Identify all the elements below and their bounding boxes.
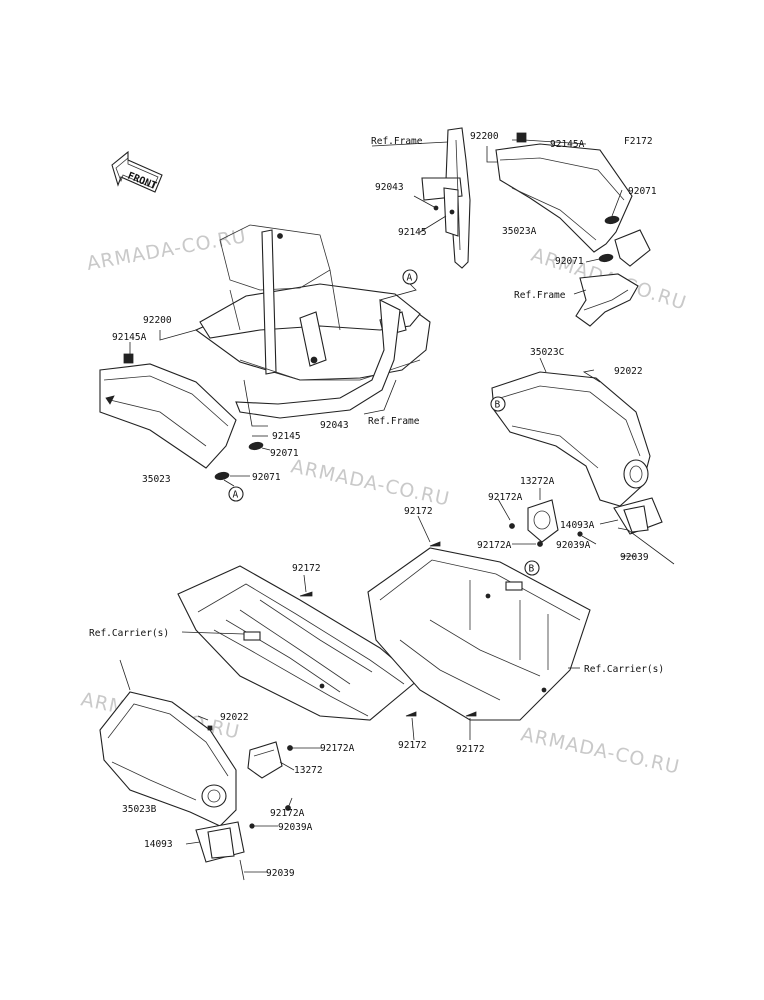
label-92039A-left: 92039A <box>278 822 313 833</box>
watermark-5: ARMADA-CO.RU <box>519 723 682 778</box>
callout-b-carrier-label: B <box>529 564 535 575</box>
side-panel-35023 <box>99 353 237 469</box>
carrier-right <box>367 547 591 721</box>
rear-frame-bracket <box>421 127 471 269</box>
label-35023A: 35023A <box>502 226 537 237</box>
screw-92172-b <box>429 541 441 547</box>
bolt-92039-left <box>239 859 245 881</box>
label-92145-mid: 92145 <box>272 431 301 442</box>
bolt-92039-right <box>617 527 675 565</box>
watermark-1: ARMADA-CO.RU <box>85 225 248 275</box>
callout-a-top-label: A <box>407 273 413 284</box>
label-92172-bottom-mid: 92172 <box>398 740 427 751</box>
label-14093: 14093 <box>144 839 173 850</box>
screw-92172A-l1 <box>287 745 293 751</box>
carrier-left <box>177 565 419 721</box>
label-92172-left-top: 92172 <box>292 563 321 574</box>
label-92200-top: 92200 <box>470 131 499 142</box>
label-35023C: 35023C <box>530 347 564 358</box>
label-92071-mid: 92071 <box>270 448 299 459</box>
label-92145-top: 92145 <box>398 227 427 238</box>
diagram-code: F2172 <box>624 136 653 147</box>
label-92172A-r1: 92172A <box>488 492 523 503</box>
callout-a-bottom: A <box>228 486 244 502</box>
grommet-92071-d <box>214 471 230 481</box>
clip-92039A-left <box>249 823 255 829</box>
grommet-92071-a <box>604 215 620 225</box>
callout-b-right-label: B <box>495 400 501 411</box>
vehicle-frame <box>194 224 431 419</box>
side-panel-35023A <box>495 132 633 253</box>
label-92022-right: 92022 <box>614 366 643 377</box>
label-92071-low: 92071 <box>252 472 281 483</box>
callout-a-top: A <box>402 269 418 285</box>
label-92039A-right: 92039A <box>556 540 591 551</box>
label-92172-center: 92172 <box>404 506 433 517</box>
flap-14093 <box>195 821 245 863</box>
label-92200-left: 92200 <box>143 315 172 326</box>
label-ref-frame-top: Ref.Frame <box>371 136 423 147</box>
label-92172A-l1: 92172A <box>320 743 355 754</box>
screw-92172-a <box>299 591 313 597</box>
label-92172-bottom-right: 92172 <box>456 744 485 755</box>
label-14093A: 14093A <box>560 520 595 531</box>
grommet-92071-b <box>598 253 614 263</box>
label-92071-top-right: 92071 <box>628 186 657 197</box>
label-ref-frame-right: Ref.Frame <box>514 290 566 301</box>
label-ref-carrier-left: Ref.Carrier(s) <box>89 628 169 639</box>
screw-92172-c <box>405 711 417 717</box>
label-92172A-r2: 92172A <box>477 540 512 551</box>
screw-92172-d <box>465 711 477 717</box>
fender-35023C <box>491 371 651 507</box>
label-92043-mid: 92043 <box>320 420 349 431</box>
label-92172A-l2: 92172A <box>270 808 305 819</box>
label-92145A-left: 92145A <box>112 332 147 343</box>
label-92043-top: 92043 <box>375 182 404 193</box>
label-ref-carrier-right: Ref.Carrier(s) <box>584 664 664 675</box>
fender-35023B <box>99 691 237 827</box>
label-13272: 13272 <box>294 765 323 776</box>
screw-92172A-r1 <box>509 523 515 529</box>
bracket-13272A <box>527 499 559 543</box>
screw-92172A-r2 <box>537 541 543 547</box>
label-92039-left: 92039 <box>266 868 295 879</box>
clip-92039A-right <box>577 531 583 537</box>
label-92022-left: 92022 <box>220 712 249 723</box>
frame-clip-bottom-right <box>575 229 651 327</box>
label-ref-frame-mid: Ref.Frame <box>368 416 420 427</box>
label-35023: 35023 <box>142 474 171 485</box>
bracket-13272 <box>247 741 283 779</box>
callout-a-bottom-label: A <box>233 490 239 501</box>
callout-b-right: B <box>490 396 506 412</box>
watermark-3: ARMADA-CO.RU <box>289 455 452 510</box>
label-92145A-top: 92145A <box>550 139 585 150</box>
flap-14093A <box>613 497 663 535</box>
leader-lines <box>119 139 636 873</box>
grommet-92071-c <box>248 441 264 451</box>
part-labels: Ref.Frame 92200 92145A 92043 92145 35023… <box>89 131 664 879</box>
callout-b-carrier: B <box>524 560 540 576</box>
label-92071-top-mid: 92071 <box>555 256 584 267</box>
front-arrow-icon: FRONT <box>111 150 163 193</box>
label-92039-right: 92039 <box>620 552 649 563</box>
label-13272A: 13272A <box>520 476 555 487</box>
label-35023B: 35023B <box>122 804 157 815</box>
